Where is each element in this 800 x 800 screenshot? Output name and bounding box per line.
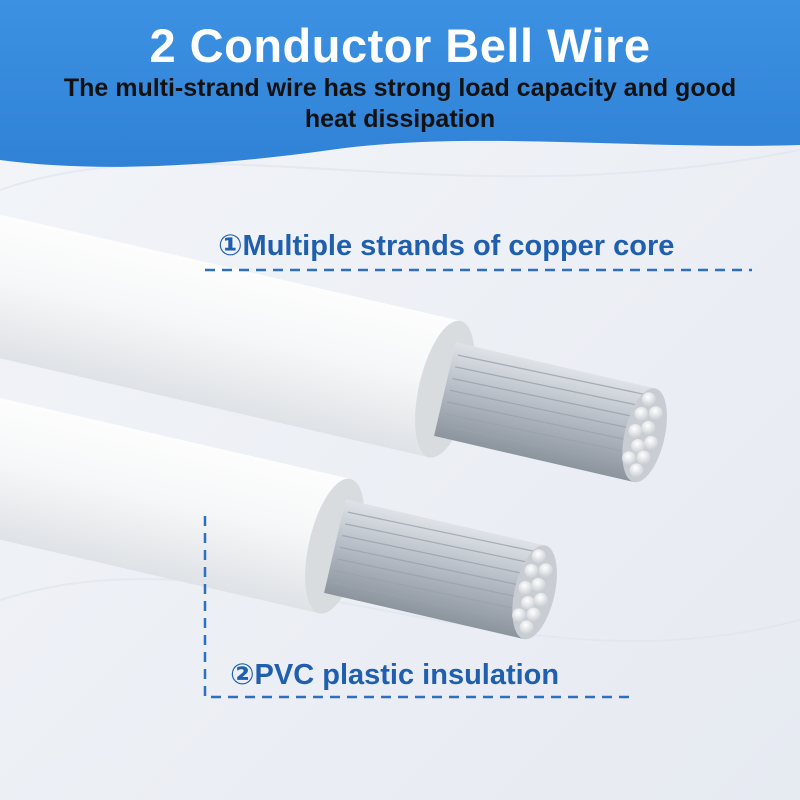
wire-top-strand-lines — [441, 354, 654, 468]
wire-top-insulation — [0, 153, 461, 458]
header-banner — [0, 0, 800, 167]
wire-bottom-strand-ends — [512, 549, 553, 635]
callout-pvc-insulation-label: ②PVC plastic insulation — [230, 659, 560, 691]
wire-top-copper-core — [434, 342, 656, 483]
page-subtitle: The multi-strand wire has strong load ca… — [63, 74, 737, 133]
wire-bottom-insulation — [0, 313, 351, 614]
callout-2-leader-line — [203, 516, 635, 699]
wire-bottom — [0, 313, 557, 640]
wire-top — [0, 153, 667, 483]
page-title: 2 Conductor Bell Wire — [149, 19, 651, 72]
background-swirl — [0, 149, 800, 642]
wire-bottom-strand-lines — [331, 511, 544, 625]
callout-copper-core-label: ①Multiple strands of copper core — [218, 230, 675, 262]
wire-top-strand-ends — [622, 392, 663, 478]
wire-bottom-copper-core — [324, 499, 546, 640]
